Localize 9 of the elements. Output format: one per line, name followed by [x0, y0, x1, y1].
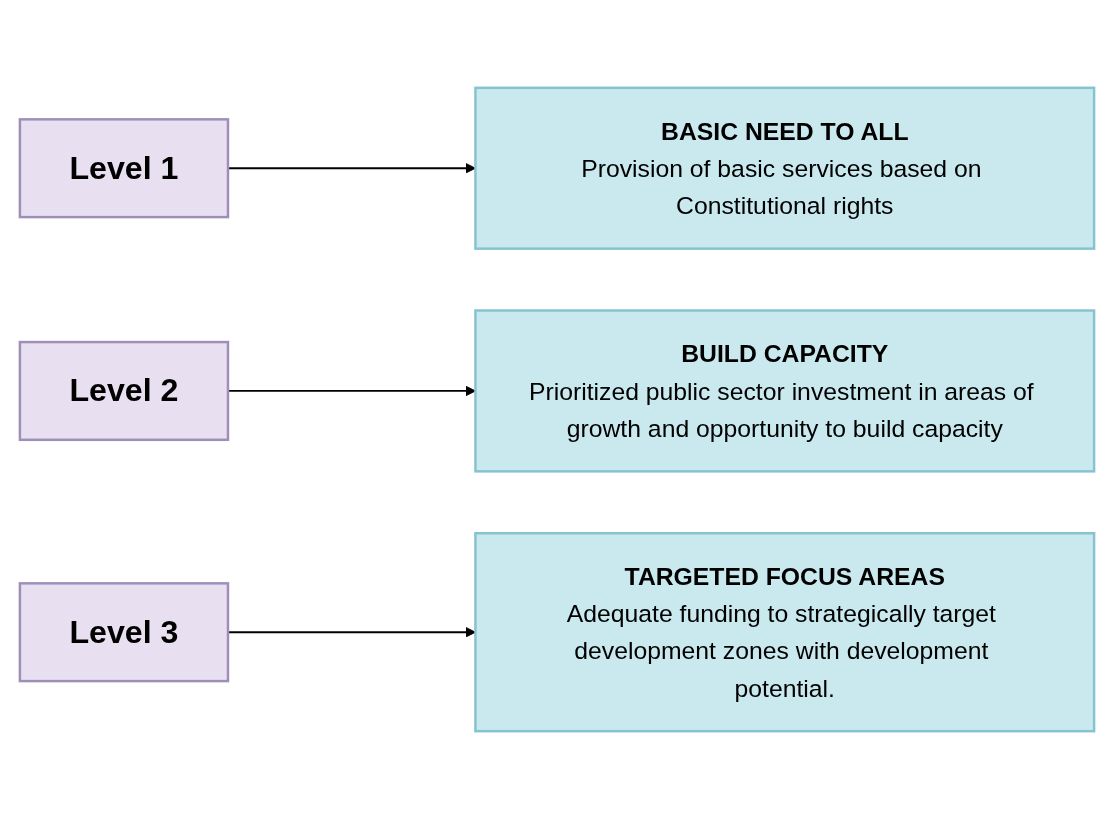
arrow — [227, 162, 476, 174]
node-box: BUILD CAPACITY Prioritized public sector investment in areas of growth and opportunity to build capacity — [474, 309, 1096, 473]
node-box: Level 2 — [18, 340, 230, 442]
node-box: Level 1 — [18, 118, 230, 219]
node-box: TARGETED FOCUS AREAS Adequate funding to strategically target development zones with development potential. — [474, 532, 1096, 733]
arrow — [227, 385, 476, 397]
node-box: BASIC NEED TO ALL Provision of basic services based on Constitutional rights — [474, 86, 1096, 250]
arrow — [227, 626, 476, 638]
node-box: Level 3 — [18, 582, 230, 683]
